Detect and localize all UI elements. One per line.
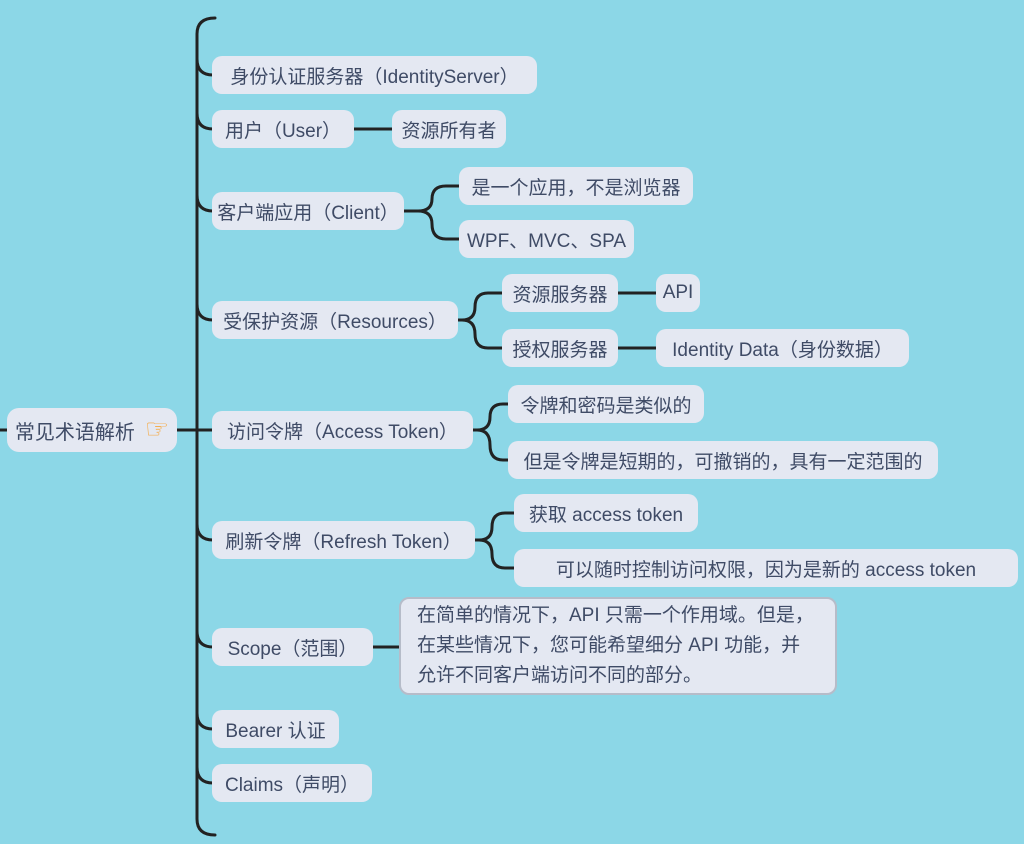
node-label: 但是令牌是短期的，可撤销的，具有一定范围的 bbox=[523, 451, 923, 473]
node-bearer-auth[interactable]: Bearer 认证 bbox=[212, 710, 339, 748]
node-api[interactable]: API bbox=[656, 274, 700, 312]
node-label: Bearer 认证 bbox=[225, 720, 326, 742]
node-label: 用户（User） bbox=[224, 120, 342, 142]
node-label: 授权服务器 bbox=[512, 339, 608, 361]
elbow-user bbox=[195, 111, 215, 131]
elbow-client bbox=[195, 193, 215, 213]
line-client-child2 bbox=[402, 209, 461, 241]
node-label: 令牌和密码是类似的 bbox=[520, 395, 692, 417]
node-label: 资源所有者 bbox=[401, 120, 497, 142]
node-refresh-token[interactable]: 刷新令牌（Refresh Token） bbox=[212, 521, 475, 559]
root-label: 常见术语解析 bbox=[14, 421, 135, 444]
line-client-child1 bbox=[402, 184, 461, 213]
node-auth-server[interactable]: 授权服务器 bbox=[502, 329, 618, 367]
node-client[interactable]: 客户端应用（Client） bbox=[212, 192, 404, 230]
node-access-token[interactable]: 访问令牌（Access Token） bbox=[212, 411, 473, 449]
node-label: 身份认证服务器（IdentityServer） bbox=[230, 66, 519, 88]
node-scope-note[interactable]: 在简单的情况下，API 只需一个作用域。但是，在某些情况下，您可能希望细分 AP… bbox=[399, 597, 837, 695]
node-label: 刷新令牌（Refresh Token） bbox=[225, 531, 462, 553]
node-token-short-lived[interactable]: 但是令牌是短期的，可撤销的，具有一定范围的 bbox=[508, 441, 938, 479]
node-resource-owner[interactable]: 资源所有者 bbox=[392, 110, 506, 148]
spine-line bbox=[195, 16, 217, 837]
node-identity-data[interactable]: Identity Data（身份数据） bbox=[656, 329, 909, 367]
node-protected-resources[interactable]: 受保护资源（Resources） bbox=[212, 301, 458, 339]
node-token-like-password[interactable]: 令牌和密码是类似的 bbox=[508, 385, 704, 423]
node-label: 访问令牌（Access Token） bbox=[227, 421, 458, 443]
node-wpf-mvc-spa[interactable]: WPF、MVC、SPA bbox=[459, 220, 634, 258]
node-label: WPF、MVC、SPA bbox=[466, 230, 627, 252]
node-root[interactable]: 常见术语解析 ☞ bbox=[7, 408, 177, 452]
node-label: 获取 access token bbox=[528, 504, 684, 526]
line-access-child2 bbox=[471, 428, 510, 462]
elbow-identity-server bbox=[195, 57, 215, 77]
node-user[interactable]: 用户（User） bbox=[212, 110, 354, 148]
node-label: 资源服务器 bbox=[512, 284, 608, 306]
node-label: 受保护资源（Resources） bbox=[223, 311, 447, 333]
node-label: API bbox=[662, 282, 694, 303]
elbow-bearer bbox=[195, 711, 215, 731]
elbow-claims bbox=[195, 765, 215, 785]
node-claims[interactable]: Claims（声明） bbox=[212, 764, 372, 802]
node-scope[interactable]: Scope（范围） bbox=[212, 628, 373, 666]
elbow-refresh-token bbox=[195, 522, 215, 542]
line-refresh-child1 bbox=[473, 511, 516, 542]
node-label: 在简单的情况下，API 只需一个作用域。但是，在某些情况下，您可能希望细分 AP… bbox=[417, 605, 814, 686]
node-label: 客户端应用（Client） bbox=[217, 202, 399, 224]
node-label: Scope（范围） bbox=[227, 638, 358, 660]
node-identity-server[interactable]: 身份认证服务器（IdentityServer） bbox=[212, 56, 537, 94]
line-resources-child2 bbox=[456, 318, 504, 350]
pointing-right-hand-icon: ☞ bbox=[144, 413, 170, 444]
node-control-access-anytime[interactable]: 可以随时控制访问权限，因为是新的 access token bbox=[514, 549, 1018, 587]
line-refresh-child2 bbox=[473, 538, 516, 570]
node-label: Identity Data（身份数据） bbox=[672, 339, 893, 361]
node-is-an-app-not-browser[interactable]: 是一个应用，不是浏览器 bbox=[459, 167, 693, 205]
line-access-child1 bbox=[471, 402, 510, 432]
node-label: 可以随时控制访问权限，因为是新的 access token bbox=[555, 559, 977, 581]
node-label: Claims（声明） bbox=[224, 774, 360, 796]
line-resources-child1 bbox=[456, 291, 504, 322]
node-get-access-token[interactable]: 获取 access token bbox=[514, 494, 698, 532]
node-resource-server[interactable]: 资源服务器 bbox=[502, 274, 618, 312]
elbow-scope bbox=[195, 629, 215, 649]
elbow-resources bbox=[195, 302, 215, 322]
node-label: 是一个应用，不是浏览器 bbox=[471, 177, 681, 199]
